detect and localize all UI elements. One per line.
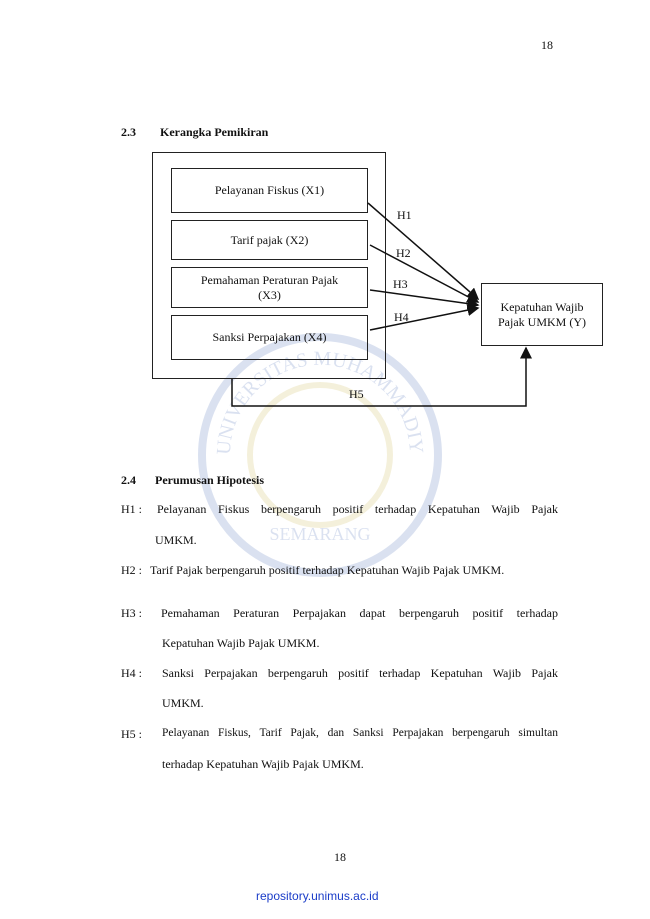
hypothesis-text-cont: terhadap Kepatuhan Wajib Pajak UMKM. [162, 757, 364, 771]
section-number: 2.3 [121, 125, 136, 139]
hypothesis-label: H4 : [121, 666, 142, 680]
label-h1: H1 [397, 208, 412, 222]
arrow-h3 [369, 289, 480, 310]
hypothesis-text: Tarif Pajak berpengaruh positif terhadap… [150, 563, 505, 577]
arrow-h4 [369, 304, 480, 331]
hypothesis-label: H5 : [121, 727, 142, 741]
hypothesis-text-cont: UMKM. [155, 533, 197, 547]
section-title: Perumusan Hipotesis [155, 473, 265, 487]
hypothesis-label: H3 : [121, 606, 142, 620]
label-h3: H3 [393, 277, 408, 291]
hypothesis-label: H2 : [121, 563, 142, 577]
hypothesis-text: Pelayanan Fiskus berpengaruh positif ter… [157, 502, 558, 516]
section-number: 2.4 [121, 473, 136, 487]
university-seal-watermark: UNIVERSITAS MUHAMMADIYAH SEMARANG [195, 330, 442, 577]
hypothesis-text-cont: UMKM. [162, 696, 204, 710]
arrow-h5 [231, 346, 532, 407]
hypothesis-label: H1 : [121, 502, 142, 516]
variable-x4-box: Sanksi Perpajakan (X4) [171, 315, 368, 360]
label-h2: H2 [396, 246, 411, 260]
section-title: Kerangka Pemikiran [160, 125, 269, 139]
variable-x1-box: Pelayanan Fiskus (X1) [171, 168, 368, 213]
variable-x2-box: Tarif pajak (X2) [171, 220, 368, 260]
label-h4: H4 [394, 310, 409, 324]
hypothesis-text: Pemahaman Peraturan Perpajakan dapat ber… [161, 606, 558, 620]
arrow-h1 [367, 202, 480, 300]
svg-text:SEMARANG: SEMARANG [269, 524, 370, 544]
dependent-variable-box: Kepatuhan Wajib Pajak UMKM (Y) [481, 283, 603, 346]
independent-variables-group [152, 152, 386, 379]
arrow-h2 [369, 244, 480, 303]
repository-link[interactable]: repository.unimus.ac.id [256, 889, 379, 903]
variable-x3-box: Pemahaman Peraturan Pajak (X3) [171, 267, 368, 308]
hypothesis-text: Sanksi Perpajakan berpengaruh positif te… [162, 666, 558, 680]
hypothesis-text-cont: Kepatuhan Wajib Pajak UMKM. [162, 636, 320, 650]
label-h5: H5 [349, 387, 364, 401]
page-number-top: 18 [541, 38, 553, 52]
hypothesis-text: Pelayanan Fiskus, Tarif Pajak, dan Sanks… [162, 727, 558, 739]
page-number-bottom: 18 [334, 850, 346, 864]
